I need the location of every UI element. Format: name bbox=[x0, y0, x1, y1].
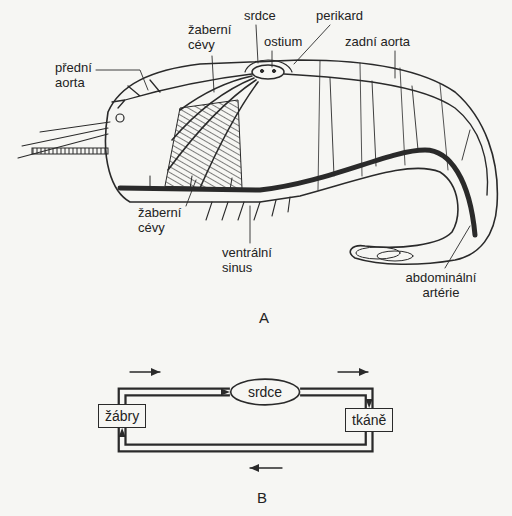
body-outline bbox=[105, 60, 497, 264]
leader-line bbox=[272, 51, 273, 67]
part-label: žaberní cévy bbox=[188, 22, 244, 52]
part-label: žaberní cévy bbox=[138, 205, 194, 235]
antenna-rod bbox=[32, 148, 108, 154]
heart-shape: srdce bbox=[230, 378, 300, 406]
node-text: srdce bbox=[248, 384, 282, 400]
leader-line bbox=[256, 25, 258, 63]
vessel-tube bbox=[300, 392, 369, 408]
node-text: žábry bbox=[105, 408, 139, 424]
arrow-head bbox=[122, 428, 369, 448]
part-label: abdominální artérie bbox=[395, 270, 487, 300]
heart bbox=[252, 65, 284, 79]
leader-line bbox=[395, 51, 396, 78]
leg bbox=[206, 197, 290, 220]
gill-vessel bbox=[168, 76, 258, 188]
ostium-dot bbox=[272, 69, 275, 72]
leader-line bbox=[212, 56, 214, 92]
pericardium bbox=[245, 60, 292, 72]
tube-lumen bbox=[122, 392, 230, 404]
part-label: ostium bbox=[264, 34, 302, 49]
antenna bbox=[40, 122, 110, 132]
gills bbox=[165, 100, 242, 188]
tube-lumen bbox=[122, 428, 369, 448]
leader-line bbox=[250, 206, 251, 243]
anterior-aorta bbox=[112, 74, 252, 108]
tube-lumen bbox=[300, 392, 369, 408]
flow-arrow bbox=[338, 371, 368, 372]
ostium-dot bbox=[260, 69, 263, 72]
eye bbox=[116, 114, 124, 122]
arrow-head bbox=[300, 392, 369, 408]
tube-wall bbox=[300, 392, 369, 408]
part-label: perikard bbox=[316, 8, 363, 23]
node-text: tkáně bbox=[352, 412, 386, 428]
vessel-tube bbox=[122, 428, 369, 448]
part-label: ventrální sinus bbox=[222, 245, 288, 275]
tube-wall bbox=[122, 392, 230, 404]
ellipse-outline bbox=[231, 379, 300, 405]
arrow-head bbox=[122, 392, 230, 404]
part-label: přední aorta bbox=[55, 60, 105, 90]
leader-line bbox=[445, 226, 470, 268]
leader-line bbox=[96, 70, 148, 90]
tube-wall bbox=[122, 428, 369, 448]
antenna bbox=[18, 134, 108, 158]
figure-letter: A bbox=[259, 310, 269, 325]
leader-line bbox=[186, 180, 196, 206]
organ-box: žábry bbox=[98, 404, 146, 428]
organ-box: tkáně bbox=[345, 408, 393, 432]
figure-letter: B bbox=[257, 490, 267, 505]
vessel-tube bbox=[122, 392, 230, 404]
abdominal-artery bbox=[120, 150, 475, 235]
artery-branch bbox=[150, 176, 232, 190]
part-label: zadní aorta bbox=[345, 34, 410, 49]
flow-arrow bbox=[250, 467, 282, 468]
flow-arrow bbox=[130, 371, 160, 372]
tail-fan bbox=[377, 251, 413, 261]
part-label: srdce bbox=[244, 8, 276, 23]
